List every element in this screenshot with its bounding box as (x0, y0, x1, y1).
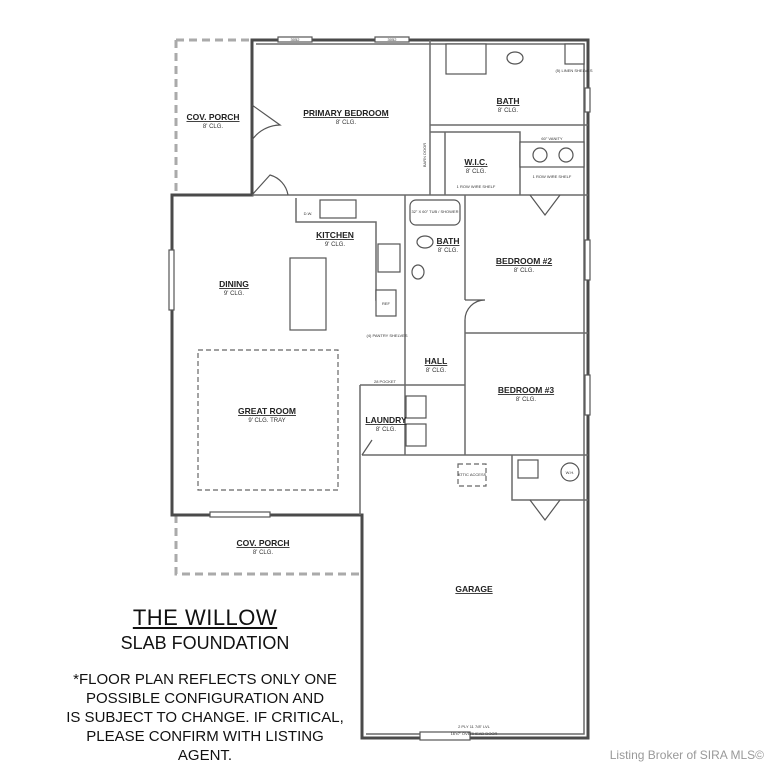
ceiling-label: 9' CLG. (224, 291, 244, 297)
sink (558, 147, 574, 163)
window (584, 87, 591, 113)
room-label: BEDROOM #3 (498, 385, 554, 395)
room-label: GARAGE (455, 584, 493, 594)
window (584, 374, 591, 416)
room-label: DINING (219, 279, 249, 289)
ceiling-label: 8' CLG. (376, 427, 396, 433)
room-label: W.I.C. (464, 157, 487, 167)
window-size: 3052 (291, 37, 301, 42)
interior-walls-top (252, 40, 588, 196)
door-swing (529, 499, 561, 521)
window (277, 36, 313, 43)
ceiling-label: 9' CLG. (325, 242, 345, 248)
overhead-door (419, 731, 471, 741)
door-swing (251, 104, 282, 141)
ceiling-label: 8' CLG. (466, 169, 486, 175)
room-label: HALL (425, 356, 448, 366)
door-swing (529, 194, 561, 216)
room-label: COV. PORCH (186, 112, 239, 122)
room-label: LAUNDRY (365, 415, 407, 425)
dw-note: D.W. (304, 211, 313, 216)
ceiling-label: 8' CLG. (514, 268, 534, 274)
tub-shower (409, 199, 461, 226)
window-size: 3052 (388, 37, 398, 42)
door-swing (361, 439, 373, 456)
room-label: GREAT ROOM (238, 406, 296, 416)
water-heater (560, 462, 580, 482)
room-label: BEDROOM #2 (496, 256, 552, 266)
attic-access (457, 463, 487, 487)
island (289, 257, 327, 331)
door-swing (251, 174, 289, 196)
ceiling-label: 8' CLG. (498, 108, 518, 114)
overhead-door-note: 16'x7' OVERHEAD DOOR (451, 731, 498, 736)
room-label: KITCHEN (316, 230, 354, 240)
linen-note: (5) LINEN SHELVES (555, 68, 592, 73)
disclaimer-line: IS SUBJECT TO CHANGE. IF CRITICAL, (66, 709, 344, 726)
ceiling-label: 8' CLG. (426, 368, 446, 374)
linen-closet (564, 43, 585, 65)
pantry-note: (4) PANTRY SHELVES (366, 333, 407, 338)
sink (411, 264, 425, 280)
ceiling-label: 8' CLG. (253, 550, 273, 556)
toilet (416, 235, 434, 249)
refrigerator (375, 289, 397, 317)
hvac-unit (517, 459, 539, 479)
ref-note: REF (382, 301, 391, 306)
room-label: PRIMARY BEDROOM (303, 108, 388, 118)
window (209, 511, 271, 518)
door-swing (464, 299, 486, 321)
disclaimer: *FLOOR PLAN REFLECTS ONLY ONE POSSIBLE C… (60, 670, 350, 765)
window (374, 36, 410, 43)
sink (319, 199, 357, 219)
tub-note: 32" X 60" TUB / SHOWER (411, 209, 458, 214)
porch-bottom-outline (174, 515, 360, 576)
dryer (405, 423, 427, 447)
sink (532, 147, 548, 163)
shelf-note: 1 ROW WIRE SHELF (457, 184, 496, 189)
plan-title: THE WILLOW (132, 605, 278, 630)
pocket-note: 28 POCKET (374, 379, 397, 384)
watermark: Listing Broker of SIRA MLS© (609, 748, 764, 762)
tray-ceiling (197, 349, 339, 491)
toilet (506, 51, 524, 65)
ceiling-label: 8' CLG. (336, 120, 356, 126)
disclaimer-line: POSSIBLE CONFIGURATION AND (85, 690, 325, 707)
plan-subtitle: SLAB FOUNDATION (120, 633, 290, 653)
header-note: 2 PLY 11 7/8" LVL (458, 724, 491, 729)
disclaimer-line: *FLOOR PLAN REFLECTS ONLY ONE (73, 671, 337, 688)
room-label: BATH (437, 236, 460, 246)
ceiling-label: 8' CLG. (516, 397, 536, 403)
window (168, 249, 175, 311)
room-label: COV. PORCH (236, 538, 289, 548)
vanity (519, 141, 585, 168)
vanity-note: 60" VANITY (541, 136, 562, 141)
washer (405, 395, 427, 419)
shower (445, 43, 487, 75)
barn-door-note: BARN DOOR (422, 143, 427, 167)
exterior-wall-inner (256, 43, 585, 735)
ceiling-label: 9' CLG. TRAY (248, 418, 285, 424)
shelf-note: 1 ROW WIRE SHELF (533, 174, 572, 179)
window (584, 239, 591, 281)
mech-closet-wall (511, 455, 588, 501)
room-label: BATH (497, 96, 520, 106)
range (377, 243, 401, 273)
interior-walls-mid (359, 195, 588, 515)
ceiling-label: 8' CLG. (438, 248, 458, 254)
attic-note: ATTIC ACCESS (458, 472, 487, 477)
disclaimer-line: PLEASE CONFIRM WITH LISTING AGENT. (86, 728, 324, 764)
ceiling-label: 8' CLG. (203, 124, 223, 130)
wh-note: W.H. (566, 470, 575, 475)
